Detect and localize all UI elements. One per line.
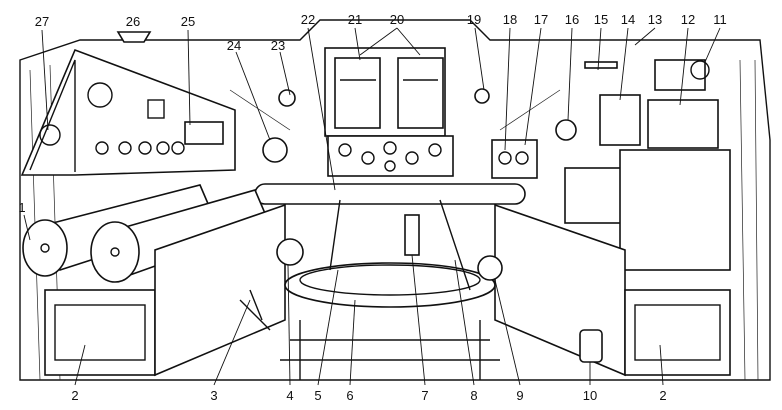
callout-16: 16 — [565, 12, 579, 27]
callout-1: 1 — [18, 200, 25, 215]
callout-22: 22 — [301, 12, 315, 27]
callout-2-left: 2 — [71, 388, 78, 403]
callout-11: 11 — [713, 12, 727, 27]
callout-15: 15 — [594, 12, 608, 27]
callout-3: 3 — [210, 388, 217, 403]
callout-5: 5 — [314, 388, 321, 403]
callout-20: 20 — [390, 12, 404, 27]
callout-13: 13 — [648, 12, 662, 27]
cross-tube — [254, 183, 526, 205]
leader-lines — [23, 27, 721, 386]
callout-2-right: 2 — [659, 388, 666, 403]
lamp-19 — [474, 88, 490, 104]
callout-14: 14 — [621, 12, 635, 27]
callout-17: 17 — [534, 12, 548, 27]
callout-labels: 27 26 25 24 23 22 21 20 19 18 17 16 15 1… — [18, 12, 726, 403]
lamp-23 — [278, 89, 296, 107]
callout-7: 7 — [421, 388, 428, 403]
callout-18: 18 — [503, 12, 517, 27]
callout-9: 9 — [516, 388, 523, 403]
callout-26: 26 — [126, 14, 140, 29]
gauge-24 — [262, 137, 288, 163]
callout-8: 8 — [470, 388, 477, 403]
callout-12: 12 — [681, 12, 695, 27]
callout-27: 27 — [35, 14, 49, 29]
central-instrument-block — [324, 47, 454, 177]
callout-25: 25 — [181, 14, 195, 29]
callout-4: 4 — [286, 388, 293, 403]
callout-24: 24 — [227, 38, 241, 53]
callout-6: 6 — [346, 388, 353, 403]
callout-10: 10 — [583, 388, 597, 403]
dome-light — [116, 31, 152, 43]
right-equipment — [491, 59, 731, 271]
callout-19: 19 — [467, 12, 481, 27]
cylinders — [22, 184, 272, 283]
instrument-panel — [20, 48, 236, 176]
callout-23: 23 — [271, 38, 285, 53]
callout-21: 21 — [348, 12, 362, 27]
